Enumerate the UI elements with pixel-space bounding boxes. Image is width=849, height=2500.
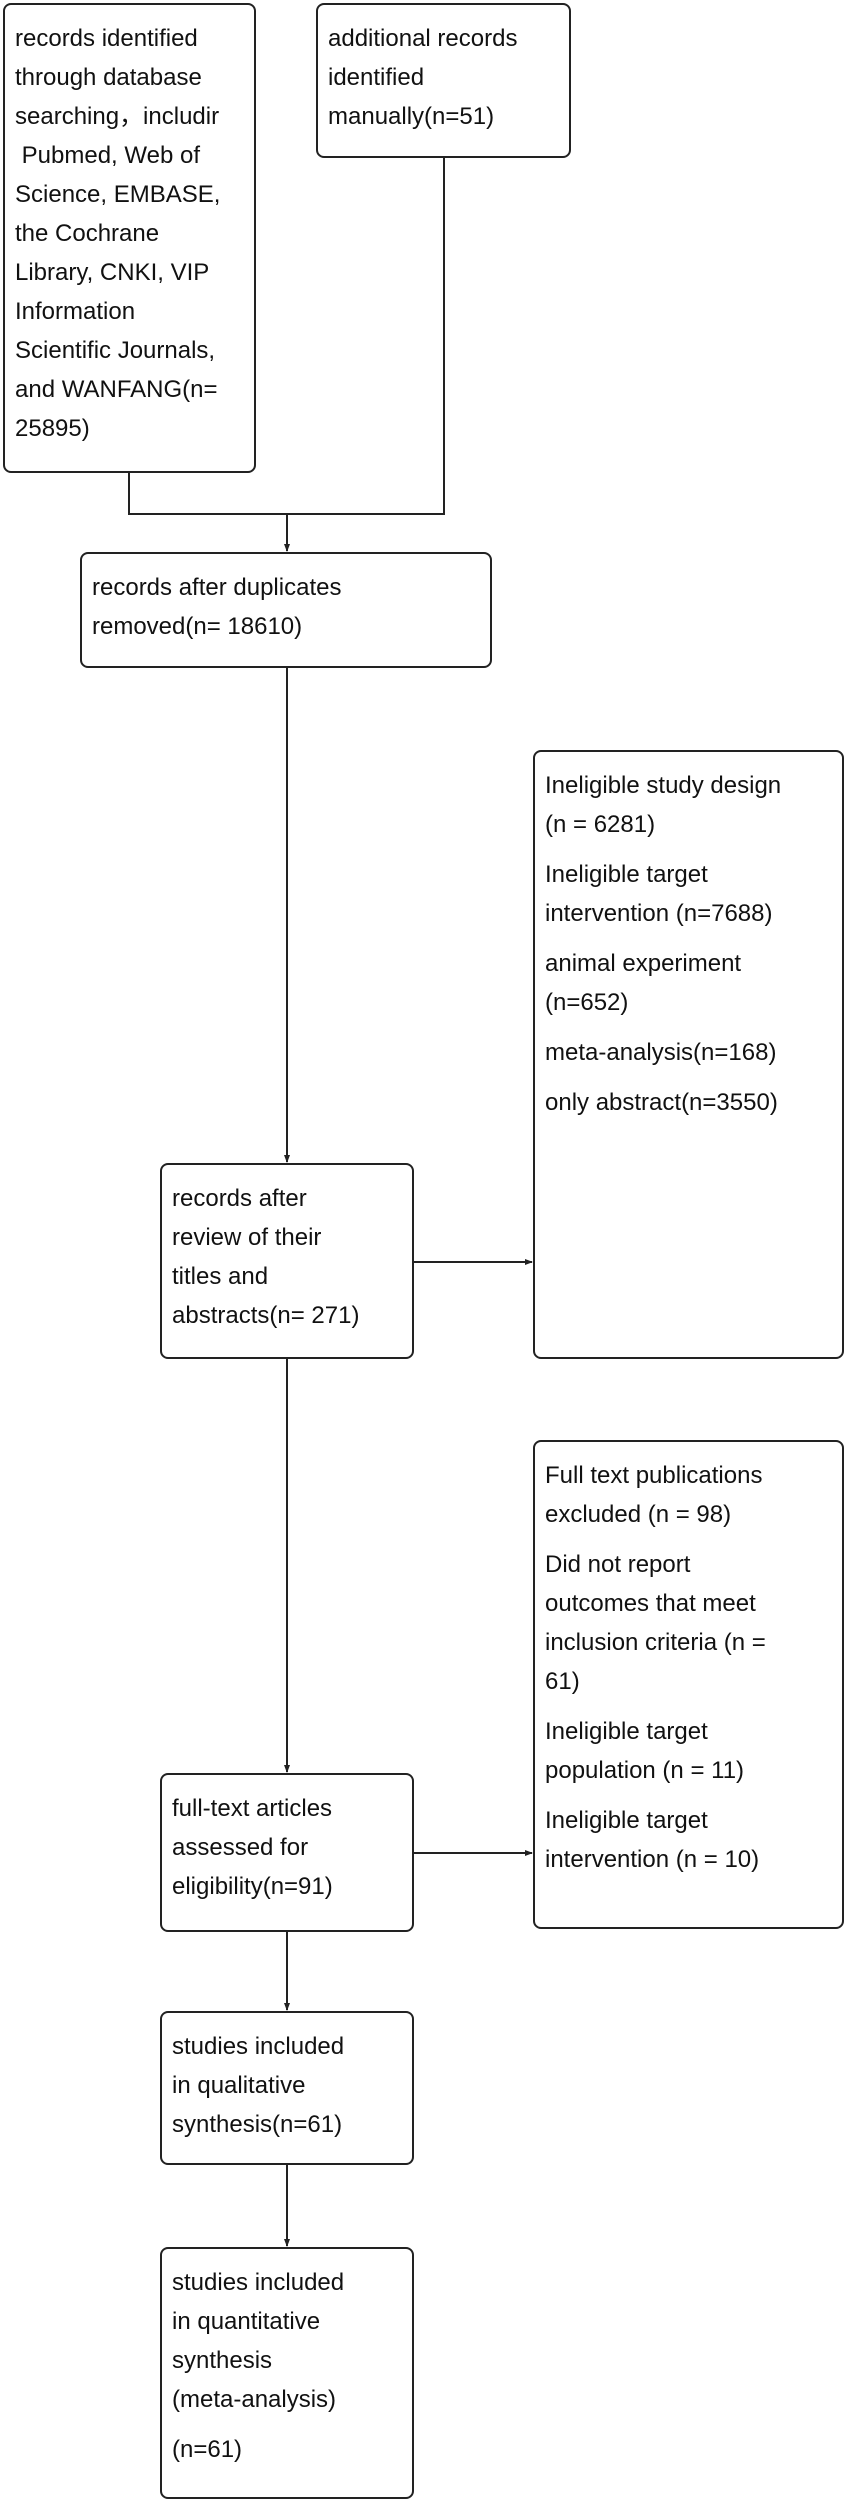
screened-records-box: records after review of their titles and… [160,1163,414,1359]
qualitative-synthesis-box: studies included in qualitative synthesi… [160,2011,414,2165]
exclusion-item: Ineligible target population (n = 11) [545,1718,745,1784]
manual-records-text: additional records identified manually(n… [328,25,518,130]
exclusion-item: Ineligible target intervention (n = 10) [545,1807,760,1873]
quantitative-synthesis-box: studies included in quantitative synthes… [160,2247,414,2499]
fulltext-exclusions-box: Full text publications excluded (n = 98)… [533,1440,844,1929]
exclusion-item: meta-analysis(n=168) [545,1039,777,1066]
screening-exclusions-box: Ineligible study design (n = 6281) Ineli… [533,750,844,1359]
quantitative-synthesis-count: (n=61) [172,2436,243,2463]
duplicates-removed-text: records after duplicates removed(n= 1861… [92,574,342,640]
manual-records-box: additional records identified manually(n… [316,3,571,158]
exclusion-item: animal experiment (n=652) [545,950,742,1016]
quantitative-synthesis-text: studies included in quantitative synthes… [172,2269,345,2413]
database-records-text: records identified through database sear… [15,25,221,442]
screened-records-text: records after review of their titles and… [172,1185,360,1329]
duplicates-removed-box: records after duplicates removed(n= 1861… [80,552,492,668]
exclusion-item: only abstract(n=3550) [545,1089,778,1116]
fulltext-assessed-box: full-text articles assessed for eligibil… [160,1773,414,1932]
exclusion-item: Did not report outcomes that meet inclus… [545,1551,766,1695]
qualitative-synthesis-text: studies included in qualitative synthesi… [172,2033,345,2138]
exclusion-item: Ineligible target intervention (n=7688) [545,861,773,927]
fulltext-assessed-text: full-text articles assessed for eligibil… [172,1795,333,1900]
database-records-box: records identified through database sear… [3,3,256,473]
exclusion-item: Ineligible study design (n = 6281) [545,772,782,838]
exclusion-item: Full text publications excluded (n = 98) [545,1462,763,1528]
